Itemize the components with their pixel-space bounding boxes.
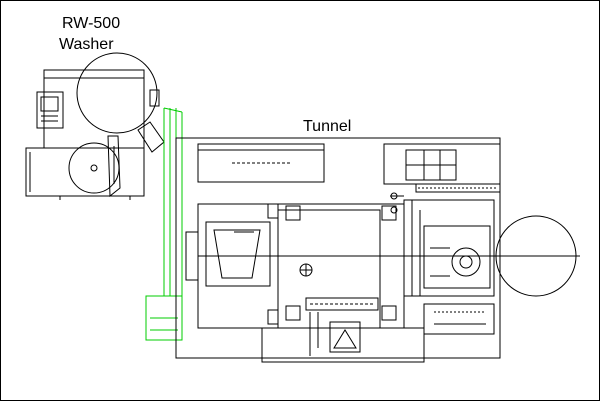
tunnel-fan-wheel [451, 247, 481, 277]
washer-main-drum [76, 52, 158, 134]
tunnel-top-panel [197, 143, 325, 183]
tunnel-belt-strip [415, 183, 501, 193]
washer-side-latch [149, 89, 160, 107]
tunnel-unit [175, 137, 580, 363]
tunnel-exit-drum [495, 215, 577, 297]
tunnel-name-label: Tunnel [303, 118, 352, 135]
washer-display-screen [40, 96, 59, 112]
washer-lower-drum [68, 142, 120, 194]
tunnel-lower-frame [261, 327, 425, 363]
washer-name-label: Washer [59, 36, 114, 53]
washer-unit [25, 52, 165, 200]
tunnel-outer-frame [175, 137, 501, 359]
washer-base-housing [25, 147, 145, 197]
washer-chute [107, 135, 121, 198]
tunnel-chain-conveyor [305, 297, 379, 311]
washer-model-label: RW-500 [62, 15, 121, 32]
tunnel-entry-guard [185, 231, 199, 281]
washer-top-housing [43, 69, 145, 149]
tunnel-motor-box [329, 321, 361, 353]
transfer-conveyor [145, 107, 183, 341]
tunnel-bottom-right-unit [423, 303, 495, 335]
washer-control-panel [36, 91, 64, 129]
conveyor-base [145, 295, 183, 341]
tunnel-entry-hopper [205, 221, 271, 287]
tunnel-fan-housing [423, 225, 491, 289]
